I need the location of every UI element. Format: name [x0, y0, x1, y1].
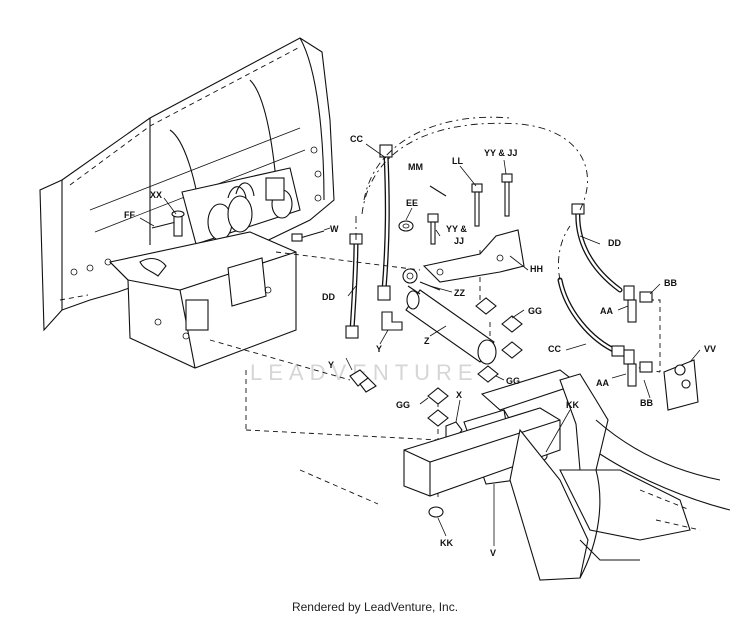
callout-aa-bottom: AA [596, 378, 609, 388]
callout-aa-top: AA [600, 306, 613, 316]
callout-dd-right: DD [608, 238, 621, 248]
hose-dd-right [571, 203, 623, 293]
callout-y-1: Y [376, 344, 382, 354]
callout-kk-bottom: KK [440, 538, 453, 548]
hose-cc-right [557, 277, 625, 357]
tractor-frame [403, 369, 731, 581]
callout-ff: FF [124, 210, 135, 220]
callout-z: Z [424, 336, 430, 346]
callout-yy-mid: YY & [446, 224, 467, 234]
lift-cylinder-z [402, 268, 497, 365]
plow-blade [39, 37, 335, 332]
callout-jj-mid: JJ [454, 236, 464, 246]
bolts-top [398, 173, 513, 245]
callout-mm: MM [408, 162, 423, 172]
callout-x: X [456, 390, 462, 400]
callout-zz: ZZ [454, 288, 465, 298]
callout-labels: CC MM LL YY & JJ XX FF W EE YY & JJ HH D… [124, 134, 716, 558]
callout-bb-top: BB [664, 278, 677, 288]
callout-gg-1: GG [528, 306, 542, 316]
callout-w: W [330, 224, 339, 234]
callout-ee: EE [406, 198, 418, 208]
callout-cc-right: CC [548, 344, 561, 354]
callout-gg-3: GG [396, 400, 410, 410]
spacer-plates-gg [427, 297, 523, 427]
callout-gg-2: GG [506, 376, 520, 386]
hose-cc-upper [377, 144, 393, 301]
callout-cc-top: CC [350, 134, 363, 144]
callout-kk-right: KK [566, 400, 579, 410]
callout-dd-left: DD [322, 292, 335, 302]
fittings-right [623, 285, 653, 387]
elbow-fittings-y [349, 311, 403, 393]
callout-v: V [490, 548, 496, 558]
callout-ll: LL [452, 156, 463, 166]
callout-y-2: Y [328, 360, 334, 370]
trip-spring-assembly [181, 167, 301, 245]
plow-frame [108, 231, 297, 369]
hose-dd-left [345, 233, 363, 339]
callout-xx: XX [150, 190, 162, 200]
footer-credit: Rendered by LeadVenture, Inc. [291, 600, 459, 614]
leader-lines [139, 143, 701, 546]
callout-yyjj-top: YY & JJ [484, 148, 517, 158]
pivot-bracket-hh [422, 229, 525, 283]
callout-vv: VV [704, 344, 716, 354]
callout-bb-bottom: BB [640, 398, 653, 408]
callout-hh: HH [530, 264, 543, 274]
routing-lines [209, 116, 661, 505]
coupler-bracket-vv [663, 359, 699, 411]
